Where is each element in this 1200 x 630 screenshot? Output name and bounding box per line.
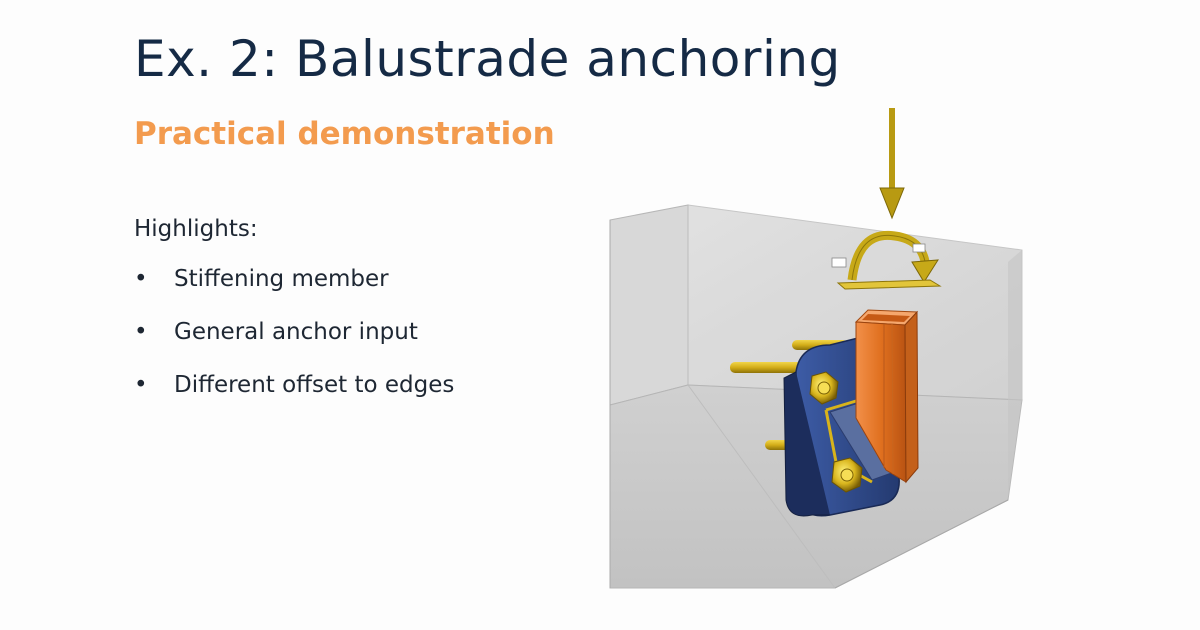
highlights-list: • Stiffening member • General anchor inp… (134, 266, 454, 425)
list-item: • Stiffening member (134, 266, 454, 319)
bullet-icon: • (134, 266, 148, 292)
balustrade-post-profile (854, 309, 919, 484)
moment-arrow-icon (831, 230, 942, 290)
anchor-nuts (809, 371, 863, 493)
list-item-text: Stiffening member (174, 266, 389, 292)
slide-title: Ex. 2: Balustrade anchoring (134, 30, 841, 88)
slide-subtitle: Practical demonstration (134, 116, 555, 152)
bullet-icon: • (134, 372, 148, 398)
highlights-heading: Highlights: (134, 216, 258, 242)
list-item-text: General anchor input (174, 319, 418, 345)
anchor-rod (730, 362, 802, 373)
anchor-plate-3d-illustration (609, 108, 1023, 589)
list-item: • General anchor input (134, 319, 454, 372)
list-item: • Different offset to edges (134, 372, 454, 425)
bullet-icon: • (134, 319, 148, 345)
vertical-load-arrow-icon (879, 108, 905, 220)
list-item-text: Different offset to edges (174, 372, 455, 398)
